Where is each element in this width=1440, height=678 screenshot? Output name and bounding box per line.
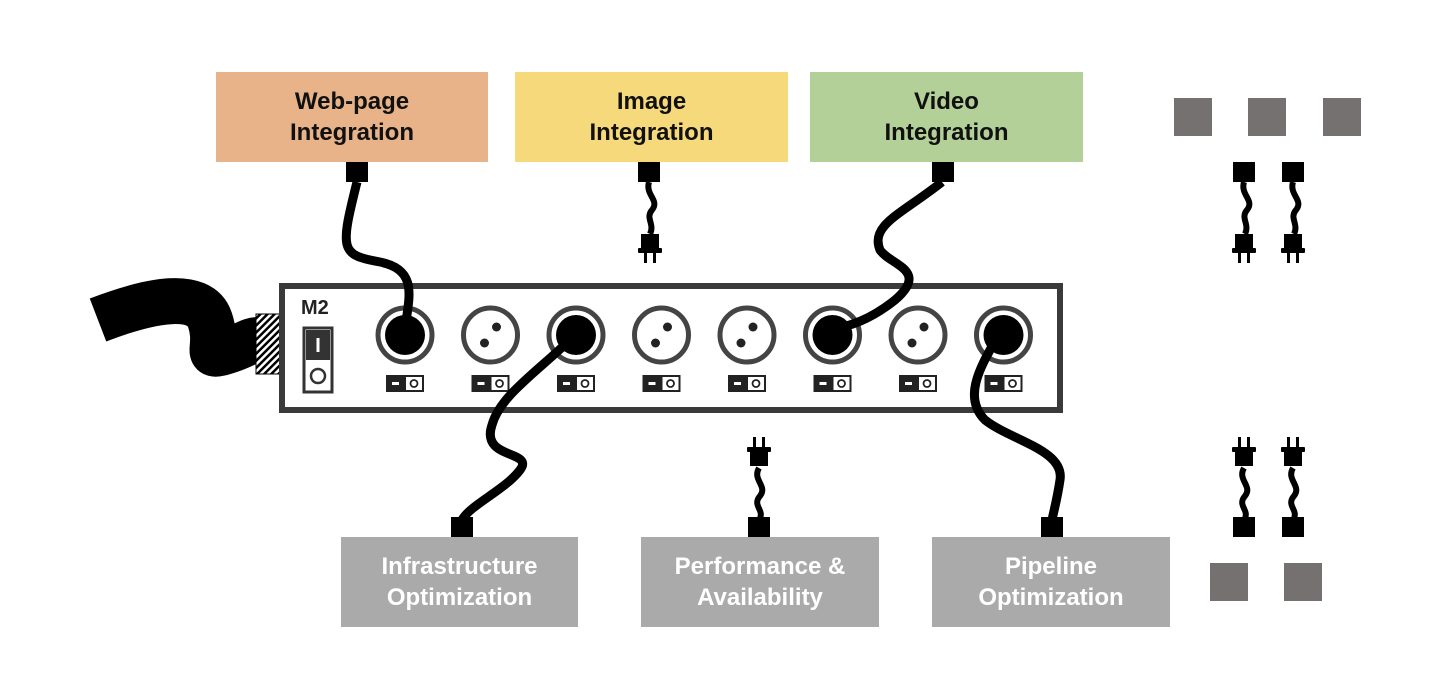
cable-video (829, 178, 945, 335)
cable-infrastructure (458, 331, 579, 523)
socket-switch-icon[interactable] (899, 375, 937, 392)
socket-switch-icon[interactable] (642, 375, 681, 392)
plug-image-integration-icon[interactable] (638, 162, 662, 263)
socket-switch-icon[interactable] (386, 375, 424, 392)
spare-plug-icon[interactable] (1232, 437, 1256, 537)
module-label: Pipeline Optimization (978, 552, 1124, 611)
module-label: Infrastructure Optimization (381, 552, 538, 611)
main-power-cable (89, 278, 261, 377)
plug-performance-icon[interactable] (747, 437, 771, 537)
socket-plugged-icon[interactable] (803, 305, 862, 365)
module-label: Image Integration (589, 87, 714, 146)
strip-model-label: M2 (301, 297, 329, 319)
socket-empty-icon[interactable] (888, 305, 948, 365)
socket-switch-icon[interactable] (984, 375, 1023, 392)
module-label: Video Integration (884, 87, 1009, 146)
module-placeholder-icon (1248, 98, 1286, 136)
socket-empty-icon[interactable] (717, 305, 777, 365)
spare-plug-icon[interactable] (1232, 162, 1256, 263)
socket-switch-icon[interactable] (728, 375, 766, 392)
module-video-integration[interactable]: Video Integration (810, 72, 1083, 162)
socket-switch-icon[interactable] (471, 375, 510, 392)
cable-end-pipeline (1041, 517, 1063, 537)
module-label: Web-page Integration (290, 87, 414, 146)
module-placeholder-icon (1174, 98, 1212, 136)
module-infrastructure-optimization[interactable]: Infrastructure Optimization (341, 537, 578, 627)
module-pipeline-optimization[interactable]: Pipeline Optimization (932, 537, 1170, 627)
module-image-integration[interactable]: Image Integration (515, 72, 788, 162)
cable-pipeline (969, 329, 1065, 521)
module-label: Performance & Availability (674, 552, 846, 611)
cable-end-infrastructure (451, 517, 473, 537)
socket-row (375, 305, 1033, 392)
socket-empty-icon[interactable] (632, 305, 691, 365)
spare-plug-icon[interactable] (1281, 162, 1305, 263)
module-placeholder-icon (1284, 563, 1322, 601)
cable-end-video (932, 162, 954, 182)
socket-switch-icon[interactable] (813, 375, 852, 392)
cable-connector (255, 313, 281, 375)
module-performance-availability[interactable]: Performance & Availability (641, 537, 879, 627)
socket-switch-icon[interactable] (557, 375, 595, 392)
socket-empty-icon[interactable] (461, 305, 520, 365)
spare-plug-icon[interactable] (1281, 437, 1305, 537)
module-placeholder-icon (1323, 98, 1361, 136)
module-web-page-integration[interactable]: Web-page Integration (216, 72, 488, 162)
cable-web-page (341, 180, 414, 331)
module-placeholder-icon (1210, 563, 1248, 601)
cable-end-web-page (346, 162, 368, 182)
power-switch-icon[interactable] (302, 326, 334, 394)
